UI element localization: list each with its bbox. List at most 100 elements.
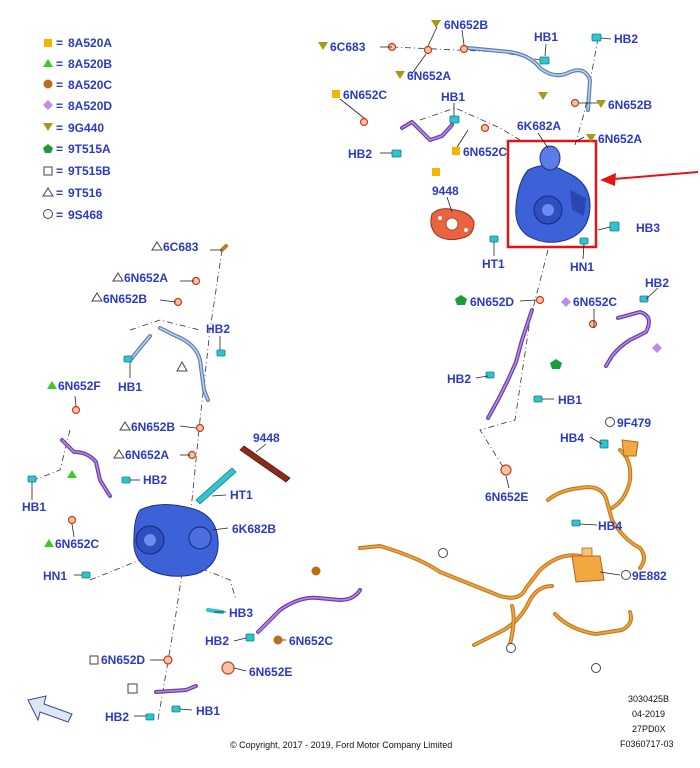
- circle-open-icon: [621, 570, 631, 580]
- callout-labels-left: 6C683 6N652A 6N652B HB2 HB1 6N652F 6N652…: [22, 240, 333, 724]
- legend-equals: =: [56, 99, 63, 113]
- triangle-down-filled-icon: [538, 92, 548, 100]
- triangle-down-filled-icon: [395, 71, 405, 79]
- legend-equals: =: [56, 121, 63, 135]
- legend: = 8A520A = 8A520B = 8A520C = 8A520D = 9G…: [42, 36, 112, 222]
- callout-label: HB2: [205, 634, 229, 648]
- o-ring: [221, 661, 235, 675]
- callout-label: HT1: [230, 488, 253, 502]
- diamond-filled-icon: [561, 297, 571, 307]
- legend-code: 9T515B: [68, 164, 111, 178]
- legend-code: 8A520B: [68, 57, 112, 71]
- footer: © Copyright, 2017 - 2019, Ford Motor Com…: [230, 694, 674, 750]
- callout-label: HB2: [447, 372, 471, 386]
- callout-label: 6C683: [163, 240, 199, 254]
- legend-item-9g440: = 9G440: [43, 121, 104, 135]
- callout-label: 6N652E: [249, 665, 292, 679]
- callout-label: 9F479: [617, 416, 651, 430]
- circle-filled-icon: [311, 566, 321, 576]
- callout-label: HB1: [118, 380, 142, 394]
- triangle-open-icon: [91, 292, 103, 302]
- turbocharger-6k682a: [515, 145, 591, 243]
- oil-feed-pipe-left: [130, 326, 210, 402]
- callout-label: 6N652C: [573, 295, 617, 309]
- coolant-connector-9e882: [571, 547, 605, 583]
- legend-equals: =: [56, 36, 63, 50]
- heat-tube-ht1: [195, 467, 237, 505]
- square-open-icon: [43, 166, 53, 176]
- legend-item-9t516: = 9T516: [42, 186, 102, 200]
- legend-equals: =: [56, 57, 63, 71]
- callout-label: 6N652B: [444, 18, 488, 32]
- square-filled-icon: [44, 39, 52, 47]
- gasket-9448-left: [239, 445, 291, 483]
- legend-code: 8A520C: [68, 78, 112, 92]
- pentagon-filled-icon: [43, 144, 53, 153]
- callout-label: HB4: [598, 519, 622, 533]
- callout-label: 6C683: [330, 40, 366, 54]
- circle-open-icon: [605, 417, 615, 427]
- o-ring: [459, 44, 469, 54]
- callout-label: 6N652C: [343, 88, 387, 102]
- highlight-box: [506, 139, 598, 249]
- callout-label: 6K682A: [517, 119, 561, 133]
- legend-equals: =: [56, 78, 63, 92]
- square-open-icon: [89, 655, 99, 665]
- triangle-open-icon: [42, 187, 54, 197]
- square-filled-icon: [332, 90, 340, 98]
- reference-code: 27PD0X: [632, 724, 666, 734]
- callout-label: 6N652B: [103, 292, 147, 306]
- reference-code: F0360717-03: [620, 739, 674, 749]
- hose-clip: [485, 371, 495, 379]
- callout-label: HB1: [196, 704, 220, 718]
- o-ring: [535, 295, 545, 305]
- left-assembly: [27, 244, 362, 723]
- callout-label: 6N652A: [125, 448, 169, 462]
- hose-clip: [579, 237, 589, 245]
- hose-clip: [571, 519, 581, 527]
- callout-label: 6N652E: [485, 490, 528, 504]
- legend-equals: =: [56, 186, 63, 200]
- o-ring: [71, 405, 81, 415]
- right-assembly: [339, 26, 699, 673]
- hose-clip: [245, 633, 255, 642]
- o-ring: [67, 515, 77, 525]
- square-filled-icon: [432, 168, 440, 176]
- square-open-icon: [127, 683, 138, 694]
- copyright-text: © Copyright, 2017 - 2019, Ford Motor Com…: [230, 740, 452, 750]
- legend-code: 8A520D: [68, 99, 112, 113]
- callout-label: HB1: [558, 393, 582, 407]
- purple-pipe-center: [486, 308, 534, 420]
- triangle-down-filled-icon: [318, 42, 328, 50]
- triangle-down-filled-icon: [431, 20, 441, 28]
- hose-clip: [591, 33, 602, 42]
- callout-label: 6K682B: [232, 522, 276, 536]
- oil-feed-pipe: [466, 46, 592, 112]
- diamond-filled-icon: [652, 343, 662, 353]
- purple-pipe-upper: [400, 120, 454, 142]
- legend-equals: =: [56, 142, 63, 156]
- o-ring: [480, 123, 490, 133]
- callout-label: HT1: [482, 257, 505, 271]
- callout-label: 6N652A: [598, 132, 642, 146]
- callout-label: HB3: [636, 221, 660, 235]
- hose-clip: [599, 439, 609, 449]
- triangle-filled-icon: [67, 470, 77, 478]
- circle-filled-icon: [273, 635, 283, 645]
- callout-label: HB2: [614, 32, 638, 46]
- callout-label: 6N652C: [289, 634, 333, 648]
- highlight-arrow: [600, 171, 699, 186]
- legend-equals: =: [56, 208, 63, 222]
- diamond-filled-icon: [43, 100, 53, 110]
- legend-item-9t515b: = 9T515B: [43, 164, 111, 178]
- triangle-open-icon: [119, 421, 131, 431]
- hose-clip: [27, 475, 37, 483]
- o-ring: [570, 98, 580, 108]
- legend-item-8a520a: = 8A520A: [44, 36, 112, 50]
- pentagon-filled-icon: [550, 359, 562, 369]
- callout-label: HB2: [105, 710, 129, 724]
- triangle-filled-icon: [44, 539, 54, 547]
- circle-filled-icon: [43, 79, 53, 89]
- triangle-down-filled-icon: [586, 134, 596, 142]
